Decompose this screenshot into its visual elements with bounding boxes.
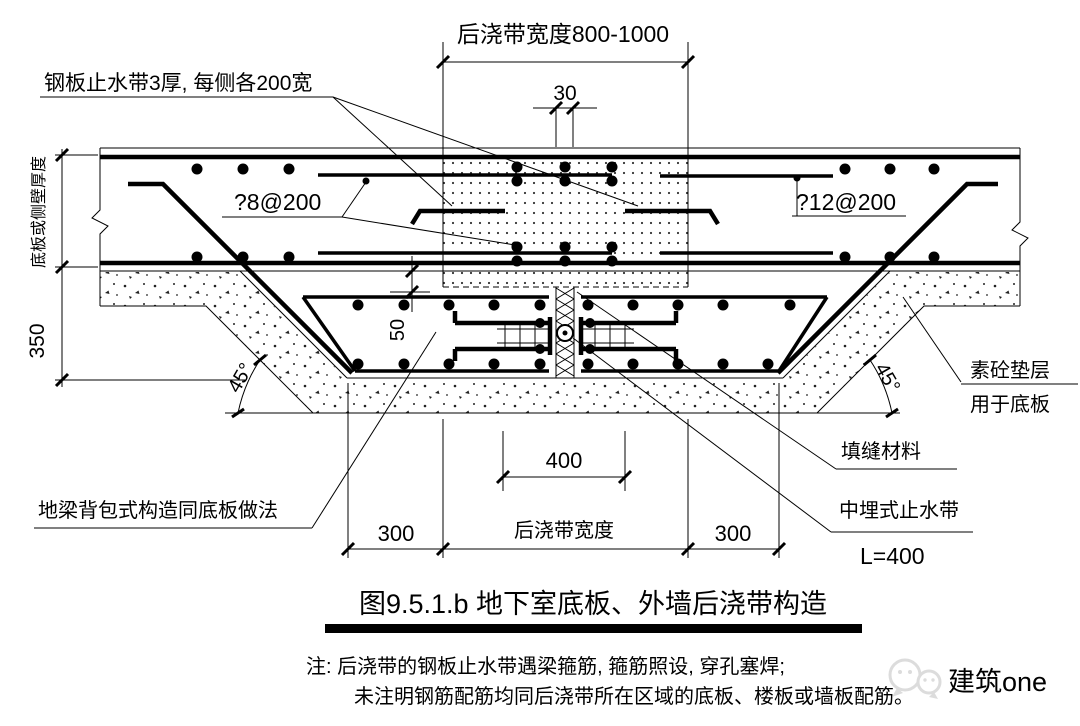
label-cushion-usage: 用于底板 (970, 393, 1050, 416)
label-angle-right: 45° (870, 359, 904, 396)
label-cushion: 素砼垫层 (970, 359, 1050, 382)
break-symbol-right (1011, 148, 1029, 306)
label-ground-beam: 地梁背包式构造同底板做法 (38, 499, 278, 522)
bent-rebar-right (776, 181, 998, 375)
title-underline (325, 624, 862, 633)
figure-title: 图9.5.1.b 地下室底板、外墙后浇带构造 (359, 589, 827, 619)
label-dim-300-right: 300 (715, 521, 752, 546)
label-joint-filler: 填缝材料 (841, 440, 921, 463)
strip-plate-left (410, 208, 505, 226)
pit-rebar-cage (301, 295, 829, 373)
label-dim-400: 400 (546, 448, 583, 473)
label-gap-30: 30 (553, 82, 576, 105)
label-steel-plate-waterstop: 钢板止水带3厚, 每侧各200宽 (44, 72, 312, 95)
label-bottom-width: 后浇带宽度 (514, 519, 614, 542)
note-line-2: 未注明钢筋配筋均同后浇带所在区域的底板、楼板或墙板配筋。 (354, 685, 914, 708)
slab-rebar (128, 173, 998, 375)
label-slab-thickness: 底板或侧壁厚度 (29, 156, 48, 268)
label-embedded-waterstop-length: L=400 (860, 543, 925, 569)
note-line-1: 注: 后浇带的钢板止水带遇梁箍筋, 箍筋照设, 穿孔塞焊; (306, 655, 785, 678)
annotations: 后浇带宽度800-1000 30 钢板止水带3厚, 每侧各200宽 底板或侧壁厚… (26, 21, 1050, 569)
leader-lines (34, 96, 1078, 533)
label-dim-300-left: 300 (378, 521, 415, 546)
watermark-brand: 建筑one (948, 667, 1047, 697)
label-embedded-waterstop: 中埋式止水带 (839, 499, 959, 522)
label-rebar-large: ?12@200 (796, 189, 896, 215)
strip-plate-right (625, 208, 720, 226)
break-symbol-left (91, 148, 109, 306)
cushion-layer (100, 270, 1020, 414)
label-dim-50: 50 (387, 319, 409, 341)
label-rebar-small: ?8@200 (234, 189, 321, 215)
bent-rebar-left (128, 181, 354, 375)
watermark: 建筑one (888, 658, 1047, 699)
title-block: 图9.5.1.b 地下室底板、外墙后浇带构造 注: 后浇带的钢板止水带遇梁箍筋,… (306, 589, 914, 708)
label-angle-left: 45° (224, 359, 258, 396)
label-top-width: 后浇带宽度800-1000 (457, 21, 669, 47)
joint-strip (555, 287, 575, 378)
wechat-bubbles-icon (888, 658, 942, 699)
steel-plate-waterstop-left (452, 311, 553, 361)
label-dim-350: 350 (26, 323, 49, 358)
